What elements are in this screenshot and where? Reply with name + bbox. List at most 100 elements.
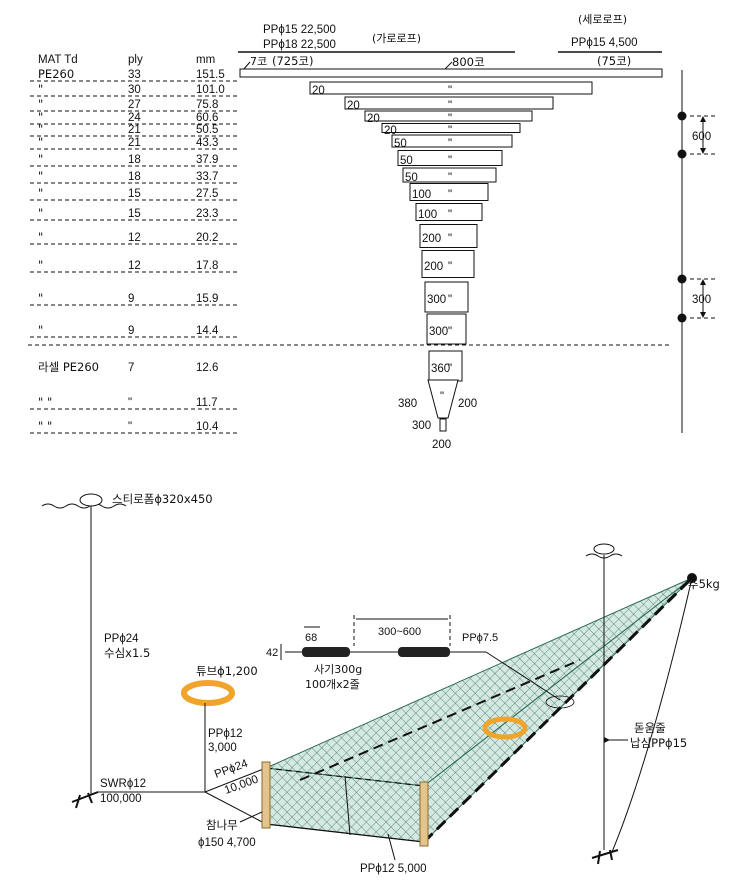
rigging-drawing: 스티로폼ϕ320x450 PPϕ24 수심x1.5 SWRϕ12 100,000… <box>41 492 720 875</box>
inner-line <box>299 659 581 781</box>
row-mat: " <box>38 122 43 136</box>
row-mesh-label: 380 <box>398 398 417 410</box>
row-mm: 15.9 <box>196 293 218 305</box>
tube-float-icon <box>181 680 235 706</box>
row-mm: 43.3 <box>196 137 218 149</box>
weight-icon <box>687 573 697 583</box>
row-mm: 20.2 <box>196 232 218 244</box>
row-ply: 24 <box>128 112 141 124</box>
dolum-label: 돋움줄 <box>634 721 666 735</box>
sero-rope-label: (세로로프) <box>578 13 627 26</box>
sero-pp15-label: PPϕ15 4,500 <box>571 37 638 49</box>
row-mesh-label: 50 <box>394 138 407 150</box>
row-ply: 15 <box>128 208 141 220</box>
row-ditto-mark: " <box>448 125 452 137</box>
row-ply: 30 <box>128 84 141 96</box>
row-mat: " <box>38 230 43 244</box>
mesh-panel-box <box>439 418 447 432</box>
row-ditto-mark: " <box>448 363 452 375</box>
col-ply-header: ply <box>128 54 143 66</box>
row-mat: " <box>38 82 43 96</box>
row-mesh-label: 200 <box>422 233 441 245</box>
row-mesh-label: 50 <box>400 155 413 167</box>
napsim-label: 납심PPϕ15 <box>630 736 687 750</box>
pp24-b-len-label: 10,000 <box>223 774 260 797</box>
top-7-label: 7코 <box>250 55 267 68</box>
chain-42-label: 42 <box>266 647 278 659</box>
row-mesh-label: 20 <box>367 113 380 125</box>
mesh-panel-box <box>344 96 554 110</box>
susim-label: 수심x1.5 <box>104 646 150 660</box>
anchor-right-icon <box>591 849 619 865</box>
row-mesh-label: 300 <box>429 326 448 338</box>
row-mat: " <box>38 186 43 200</box>
mesh-panel-box <box>426 313 467 345</box>
mesh-panel-box <box>424 281 469 313</box>
trap-right-label: 200 <box>458 398 477 410</box>
row-mat: " <box>38 323 43 337</box>
rope-marker-1 <box>677 111 687 121</box>
dolum-rope <box>611 577 693 853</box>
row-mm: 11.7 <box>196 397 218 409</box>
top-800-label: 800코 <box>452 55 485 69</box>
swr-label: SWRϕ12 <box>100 778 146 790</box>
sagi-label: 사기300g <box>314 663 362 676</box>
row-mesh-label: 360 <box>431 363 450 375</box>
cod-taper-shape <box>427 379 459 419</box>
headline-pp18-label: PPϕ18 22,500 <box>263 39 336 51</box>
row-mesh-label: 20 <box>347 100 360 112</box>
chain-range-label: 300~600 <box>378 626 421 638</box>
row-mm: 27.5 <box>196 188 218 200</box>
mesh-panel-box <box>419 224 478 248</box>
row-mm: 23.3 <box>196 208 218 220</box>
mesh-panel-box <box>391 134 513 148</box>
row-mm: 101.0 <box>196 84 225 96</box>
row-ply: 27 <box>128 99 141 111</box>
float-right-icon <box>593 543 615 555</box>
row-ply: 7 <box>128 362 134 374</box>
row-mesh-label: 200 <box>424 261 443 273</box>
mesh-panel-box <box>239 68 663 78</box>
anchor-left-icon <box>71 791 99 809</box>
row-mat: " <box>38 97 43 111</box>
chamnamu-label: 참나무 <box>206 818 238 832</box>
chain-weight-2 <box>398 647 450 657</box>
row-ditto-mark: " <box>448 294 452 306</box>
mesh-panel-box <box>415 203 483 221</box>
sagi-count-label: 100개x2줄 <box>305 678 360 691</box>
sero-75-label: (75코) <box>597 54 631 68</box>
mesh-panel-box <box>402 167 497 183</box>
bottom-200-label: 200 <box>432 439 451 451</box>
chain-pp-label: PPϕ7.5 <box>462 632 498 644</box>
row-ply: 18 <box>128 154 141 166</box>
mesh-panel-box <box>397 150 503 166</box>
row-ditto-mark: " <box>440 391 444 403</box>
col-mm-header: mm <box>196 54 215 66</box>
row-mm: 50.5 <box>196 124 218 136</box>
chain-leader <box>485 651 561 701</box>
row-mat: " <box>38 110 43 124</box>
dim-600-group: 600 <box>690 115 716 155</box>
row-mm: 151.5 <box>196 69 225 81</box>
row-mm: 17.8 <box>196 260 218 272</box>
mesh-panel-box <box>381 123 521 133</box>
row-ditto-mark: " <box>448 100 452 112</box>
mesh-panel-box <box>428 350 463 382</box>
row-ply: " <box>128 397 132 409</box>
headline-pp15-label: PPϕ15 22,500 <box>263 24 336 36</box>
rope-marker-4 <box>677 313 687 323</box>
row-mm: 12.6 <box>196 362 218 374</box>
